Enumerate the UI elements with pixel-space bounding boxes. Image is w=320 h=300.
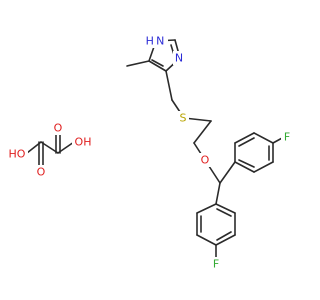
bond-aryl1-b	[234, 132, 255, 144]
bond-aryl1-e	[253, 161, 274, 173]
atom-f-bottom: F	[213, 258, 219, 271]
bond-ch2-ch2	[193, 120, 212, 144]
bond-c4-c5-double	[151, 59, 164, 67]
bond-aryl2-a	[215, 203, 236, 214]
atom-ho: HO	[9, 148, 26, 161]
atom-s: S	[180, 112, 187, 125]
bonds	[26, 39, 285, 259]
atom-o-top: O	[54, 122, 63, 135]
bond-c4-c5	[148, 60, 167, 72]
atom-f-top: F	[284, 131, 290, 144]
bond-oxalic-c-c	[40, 141, 59, 154]
bond-aryl1-double-3	[238, 159, 255, 168]
bond-ch-aryl2	[215, 182, 221, 205]
bond-aryl2-double-2	[216, 231, 232, 241]
atom-oh: OH	[75, 136, 92, 149]
atom-o-ether: O	[201, 154, 210, 167]
bond-c4-ch2	[165, 70, 173, 101]
atom-n: N	[175, 52, 183, 65]
bond-aryl2-d	[196, 234, 217, 246]
atom-nh: H N	[146, 35, 165, 48]
bond-ch-aryl1	[219, 161, 236, 184]
bond-aryl1-f	[234, 161, 255, 173]
bond-aryl1-c	[253, 132, 274, 144]
bond-aryl2-c	[215, 234, 236, 246]
bond-aryl1-double-1	[238, 137, 255, 147]
bond-c5-methyl	[126, 60, 150, 67]
molecule-structure-canvas: H N N S O F F HO OH O O	[6, 34, 293, 271]
bond-aryl2-double-1	[216, 208, 232, 217]
atom-labels: H N N S O F F HO OH O O	[6, 34, 293, 271]
bond-aryl2-f	[196, 203, 217, 214]
atom-o-bottom: O	[37, 166, 46, 179]
